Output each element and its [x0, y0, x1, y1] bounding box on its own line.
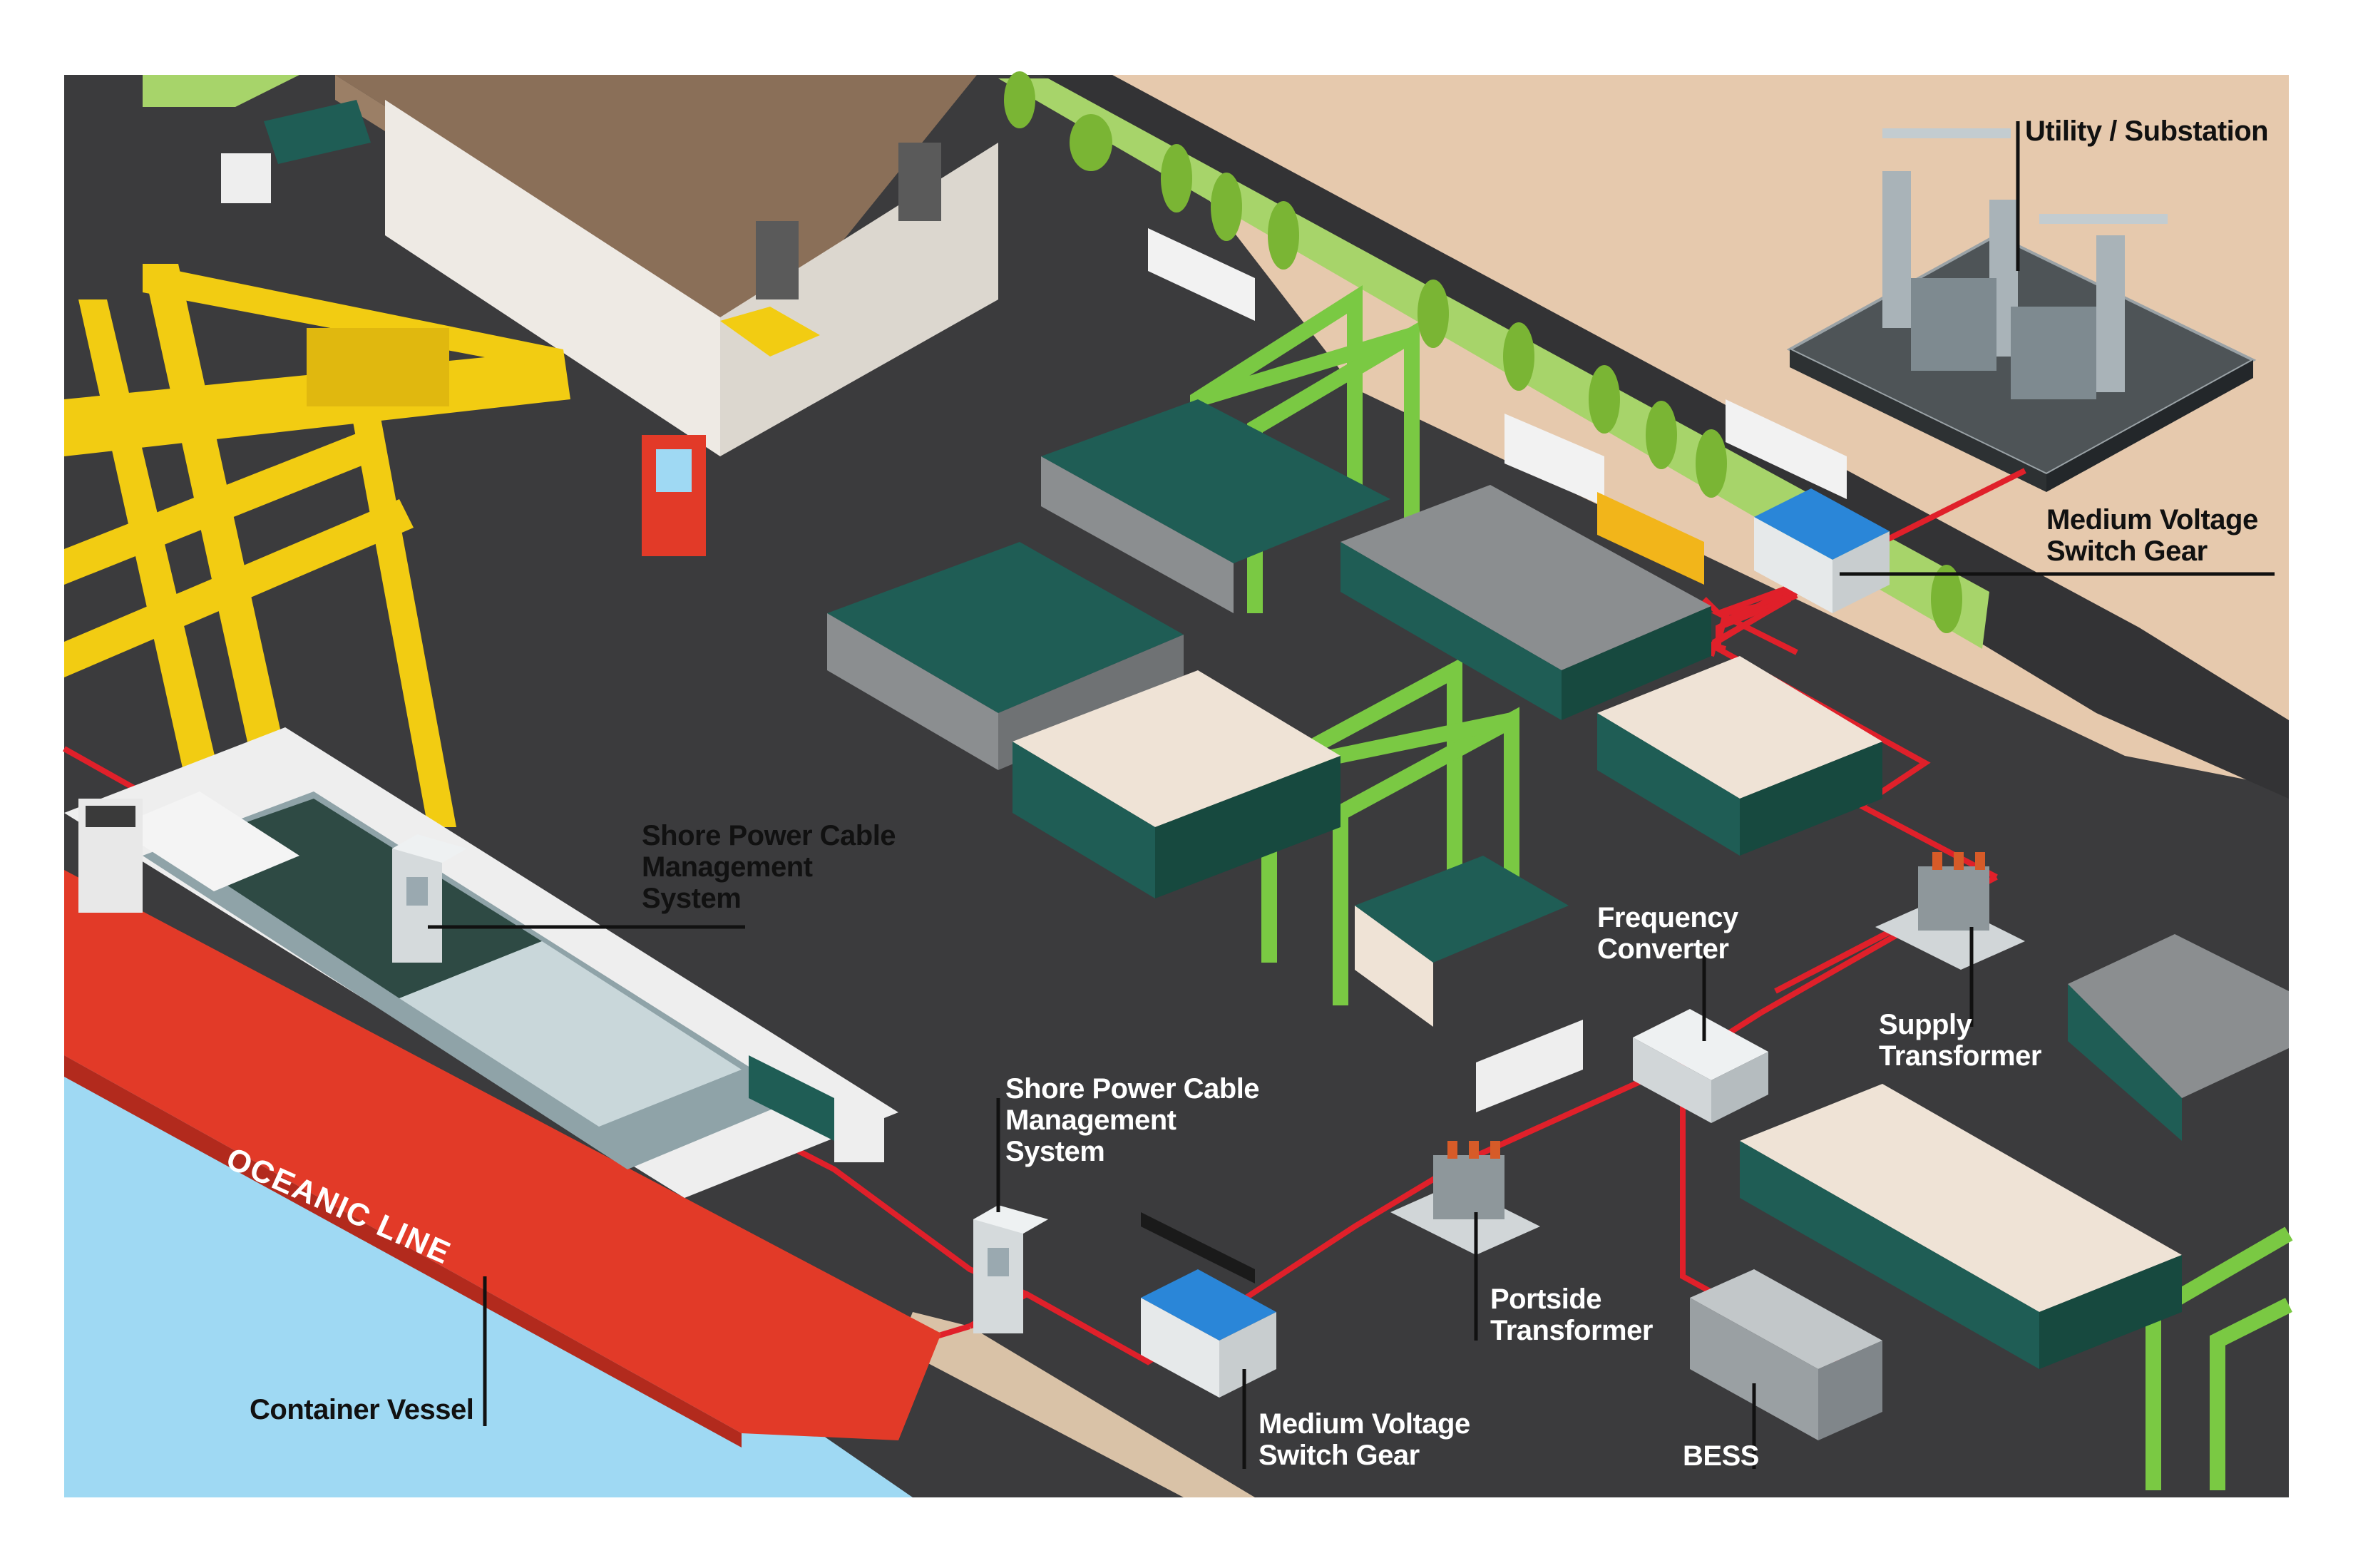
label-medium-voltage-switchgear-bottom: Medium Voltage Switch Gear [1258, 1408, 1470, 1471]
switchgear-bottom [1141, 1269, 1276, 1398]
shore-power-cabinet-2 [973, 1205, 1048, 1333]
straddle-carrier [642, 435, 706, 556]
transformer-icon [1875, 852, 2025, 970]
container-vessel [64, 727, 941, 1447]
label-container-vessel: Container Vessel [250, 1394, 474, 1425]
truck-icon [221, 100, 1847, 1283]
container-yard [827, 399, 2289, 1369]
label-bess: BESS [1683, 1440, 1759, 1472]
frequency-converter [1633, 1009, 1768, 1123]
label-utility-substation: Utility / Substation [2025, 116, 2269, 147]
warehouse [335, 75, 998, 456]
portside-transformer [1390, 1141, 1540, 1255]
trees [1004, 71, 1962, 633]
grass-strip [998, 78, 1989, 649]
label-supply-transformer: Supply Transformer [1879, 1009, 2041, 1072]
label-portside-transformer: Portside Transformer [1490, 1283, 1653, 1346]
label-frequency-converter: Frequency Converter [1597, 902, 1738, 965]
leader-lines [428, 121, 2275, 1469]
label-shore-power-cable-1: Shore Power Cable Management System [642, 820, 896, 914]
label-shore-power-cable-2: Shore Power Cable Management System [1005, 1073, 1260, 1167]
shore-power-cabinet-1 [392, 834, 467, 963]
label-medium-voltage-switchgear-top: Medium Voltage Switch Gear [2046, 504, 2258, 567]
battery-icon [1690, 1269, 1882, 1440]
crane-icon [64, 264, 570, 827]
quay-edge [898, 1312, 1255, 1497]
substation-icon [1786, 128, 2257, 492]
